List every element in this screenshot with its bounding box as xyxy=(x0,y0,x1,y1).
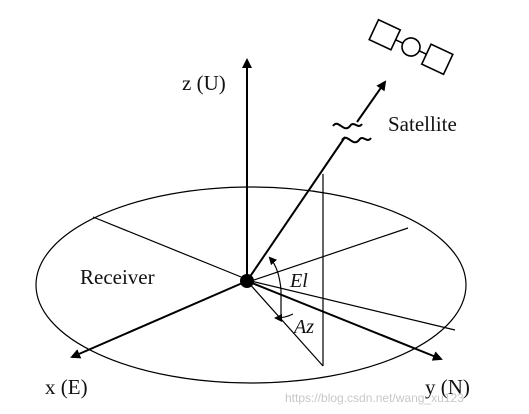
wavy-break-icon xyxy=(332,122,372,144)
satellite-label: Satellite xyxy=(388,112,457,136)
receiver-point xyxy=(240,274,254,288)
elevation-arc xyxy=(268,256,282,315)
azimuth-label: Az xyxy=(292,316,314,338)
elevation-label: El xyxy=(289,270,308,292)
receiver-label: Receiver xyxy=(80,265,155,289)
y-axis-label: y (N) xyxy=(425,375,470,399)
horizon-ellipse xyxy=(35,186,467,384)
reference-line-right xyxy=(250,227,409,282)
satellite-line-lower xyxy=(246,136,346,282)
azimuth-arc xyxy=(274,313,294,322)
reference-line-upper xyxy=(92,216,252,282)
watermark: https://blog.csdn.net/wang_xu123 xyxy=(285,391,464,405)
y-axis xyxy=(246,280,443,361)
z-axis-label: z (U) xyxy=(182,71,226,95)
satellite-icon xyxy=(368,18,454,76)
x-axis xyxy=(70,280,248,359)
ground-projection xyxy=(246,280,324,367)
x-axis-label: x (E) xyxy=(45,375,88,399)
satellite-line-upper xyxy=(356,80,387,123)
reference-line-lower xyxy=(250,280,456,331)
